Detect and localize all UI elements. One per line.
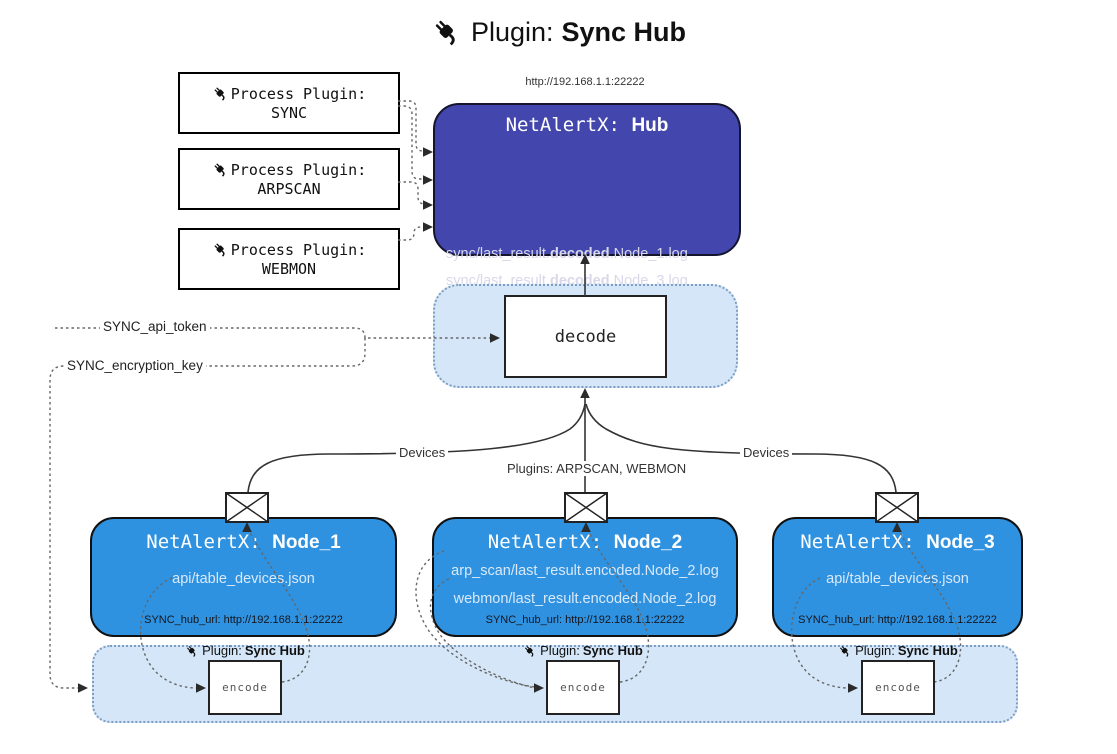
node-file-line: api/table_devices.json (172, 571, 315, 587)
node-hub-url: SYNC_hub_url: http://192.168.1.1:22222 (144, 614, 343, 626)
page-title-label: Plugin: (470, 16, 554, 47)
hub-title-bold: Hub (631, 115, 669, 136)
page-title-bold: Sync Hub (561, 16, 687, 47)
page-title: Plugin: Sync Hub (0, 16, 1117, 48)
plug-icon (212, 161, 229, 178)
edge-label-devices-left: Devices (396, 445, 449, 460)
encode-plugin-bold: Sync Hub (582, 643, 643, 658)
encode-plugin-text: Plugin: (202, 643, 242, 658)
hub-log-line: sync/last_result.decoded.Node_1.log (446, 246, 735, 262)
node-box-node-3: NetAlertX: Node_3 api/table_devices.json… (772, 517, 1023, 637)
encode-plugin-bold: Sync Hub (897, 643, 958, 658)
edge-label-plugins: Plugins: ARPSCAN, WEBMON (504, 461, 686, 476)
envelope-icon (875, 492, 919, 523)
log-post: .Node_1.log (609, 246, 688, 262)
encode-plugin-label: Plugin: Sync Hub (165, 643, 325, 658)
node-title: NetAlertX: Node_2 (434, 531, 736, 554)
encode-plugin-bold: Sync Hub (244, 643, 305, 658)
process-plugin-header: Process Plugin: (212, 241, 366, 259)
node-file-line: api/table_devices.json (826, 571, 969, 587)
node-file-line: webmon/last_result.encoded.Node_2.log (453, 591, 717, 607)
encode-plugin-text: Plugin: (855, 643, 895, 658)
plug-icon (523, 644, 537, 658)
process-plugin-header: Process Plugin: (212, 161, 366, 179)
node-title-bold: Node_1 (272, 532, 341, 553)
encode-plugin-label: Plugin: Sync Hub (503, 643, 663, 658)
node-box-node-1: NetAlertX: Node_1 api/table_devices.json… (90, 517, 397, 637)
process-plugin-label: Process Plugin: (230, 160, 367, 179)
plug-icon (838, 644, 852, 658)
node-title-prefix: NetAlertX: (800, 531, 915, 553)
envelope-icon (225, 492, 269, 523)
node-title-prefix: NetAlertX: (146, 531, 261, 553)
log-pre: sync/last_result. (446, 246, 550, 262)
encode-box: encode (861, 660, 935, 715)
plug-icon (185, 644, 199, 658)
edge-label-devices-right: Devices (740, 445, 793, 460)
sync-encryption-key-label: SYNC_encryption_key (64, 358, 206, 373)
log-bold: decoded (549, 246, 610, 262)
node-file-line: arp_scan/last_result.encoded.Node_2.log (451, 563, 719, 579)
process-plugin-box-arpscan: Process Plugin: ARPSCAN (178, 148, 400, 210)
node-hub-url: SYNC_hub_url: http://192.168.1.1:22222 (485, 614, 685, 626)
decode-box: decode (504, 295, 667, 378)
process-plugin-box-webmon: Process Plugin: WEBMON (178, 228, 400, 290)
node-title-bold: Node_2 (613, 532, 683, 553)
node-title: NetAlertX: Node_3 (774, 531, 1021, 554)
process-plugin-box-sync: Process Plugin: SYNC (178, 72, 400, 134)
plug-icon (212, 85, 229, 102)
node-title: NetAlertX: Node_1 (92, 531, 395, 554)
process-plugin-name: SYNC (270, 103, 308, 122)
hub-title: NetAlertX: Hub (435, 114, 739, 137)
plug-icon (431, 16, 463, 48)
encode-box: encode (546, 660, 620, 715)
encode-box: encode (208, 660, 282, 715)
node-title-prefix: NetAlertX: (487, 531, 603, 553)
hub-box: NetAlertX: Hub sync/last_result.decoded.… (433, 103, 741, 336)
hub-url: http://192.168.1.1:22222 (525, 76, 645, 88)
process-plugin-name: WEBMON (261, 259, 317, 278)
plug-icon (212, 241, 229, 258)
envelope-icon (564, 492, 608, 523)
node-hub-url: SYNC_hub_url: http://192.168.1.1:22222 (798, 614, 997, 626)
encode-plugin-label: Plugin: Sync Hub (818, 643, 978, 658)
process-plugin-name: ARPSCAN (257, 179, 321, 198)
hub-title-prefix: NetAlertX: (505, 114, 620, 136)
process-plugin-header: Process Plugin: (212, 85, 366, 103)
process-plugin-label: Process Plugin: (230, 240, 367, 259)
node-box-node-2: NetAlertX: Node_2 arp_scan/last_result.e… (432, 517, 738, 637)
node-title-bold: Node_3 (926, 532, 995, 553)
sync-api-token-label: SYNC_api_token (100, 319, 210, 334)
process-plugin-label: Process Plugin: (230, 84, 367, 103)
encode-plugin-text: Plugin: (540, 643, 580, 658)
